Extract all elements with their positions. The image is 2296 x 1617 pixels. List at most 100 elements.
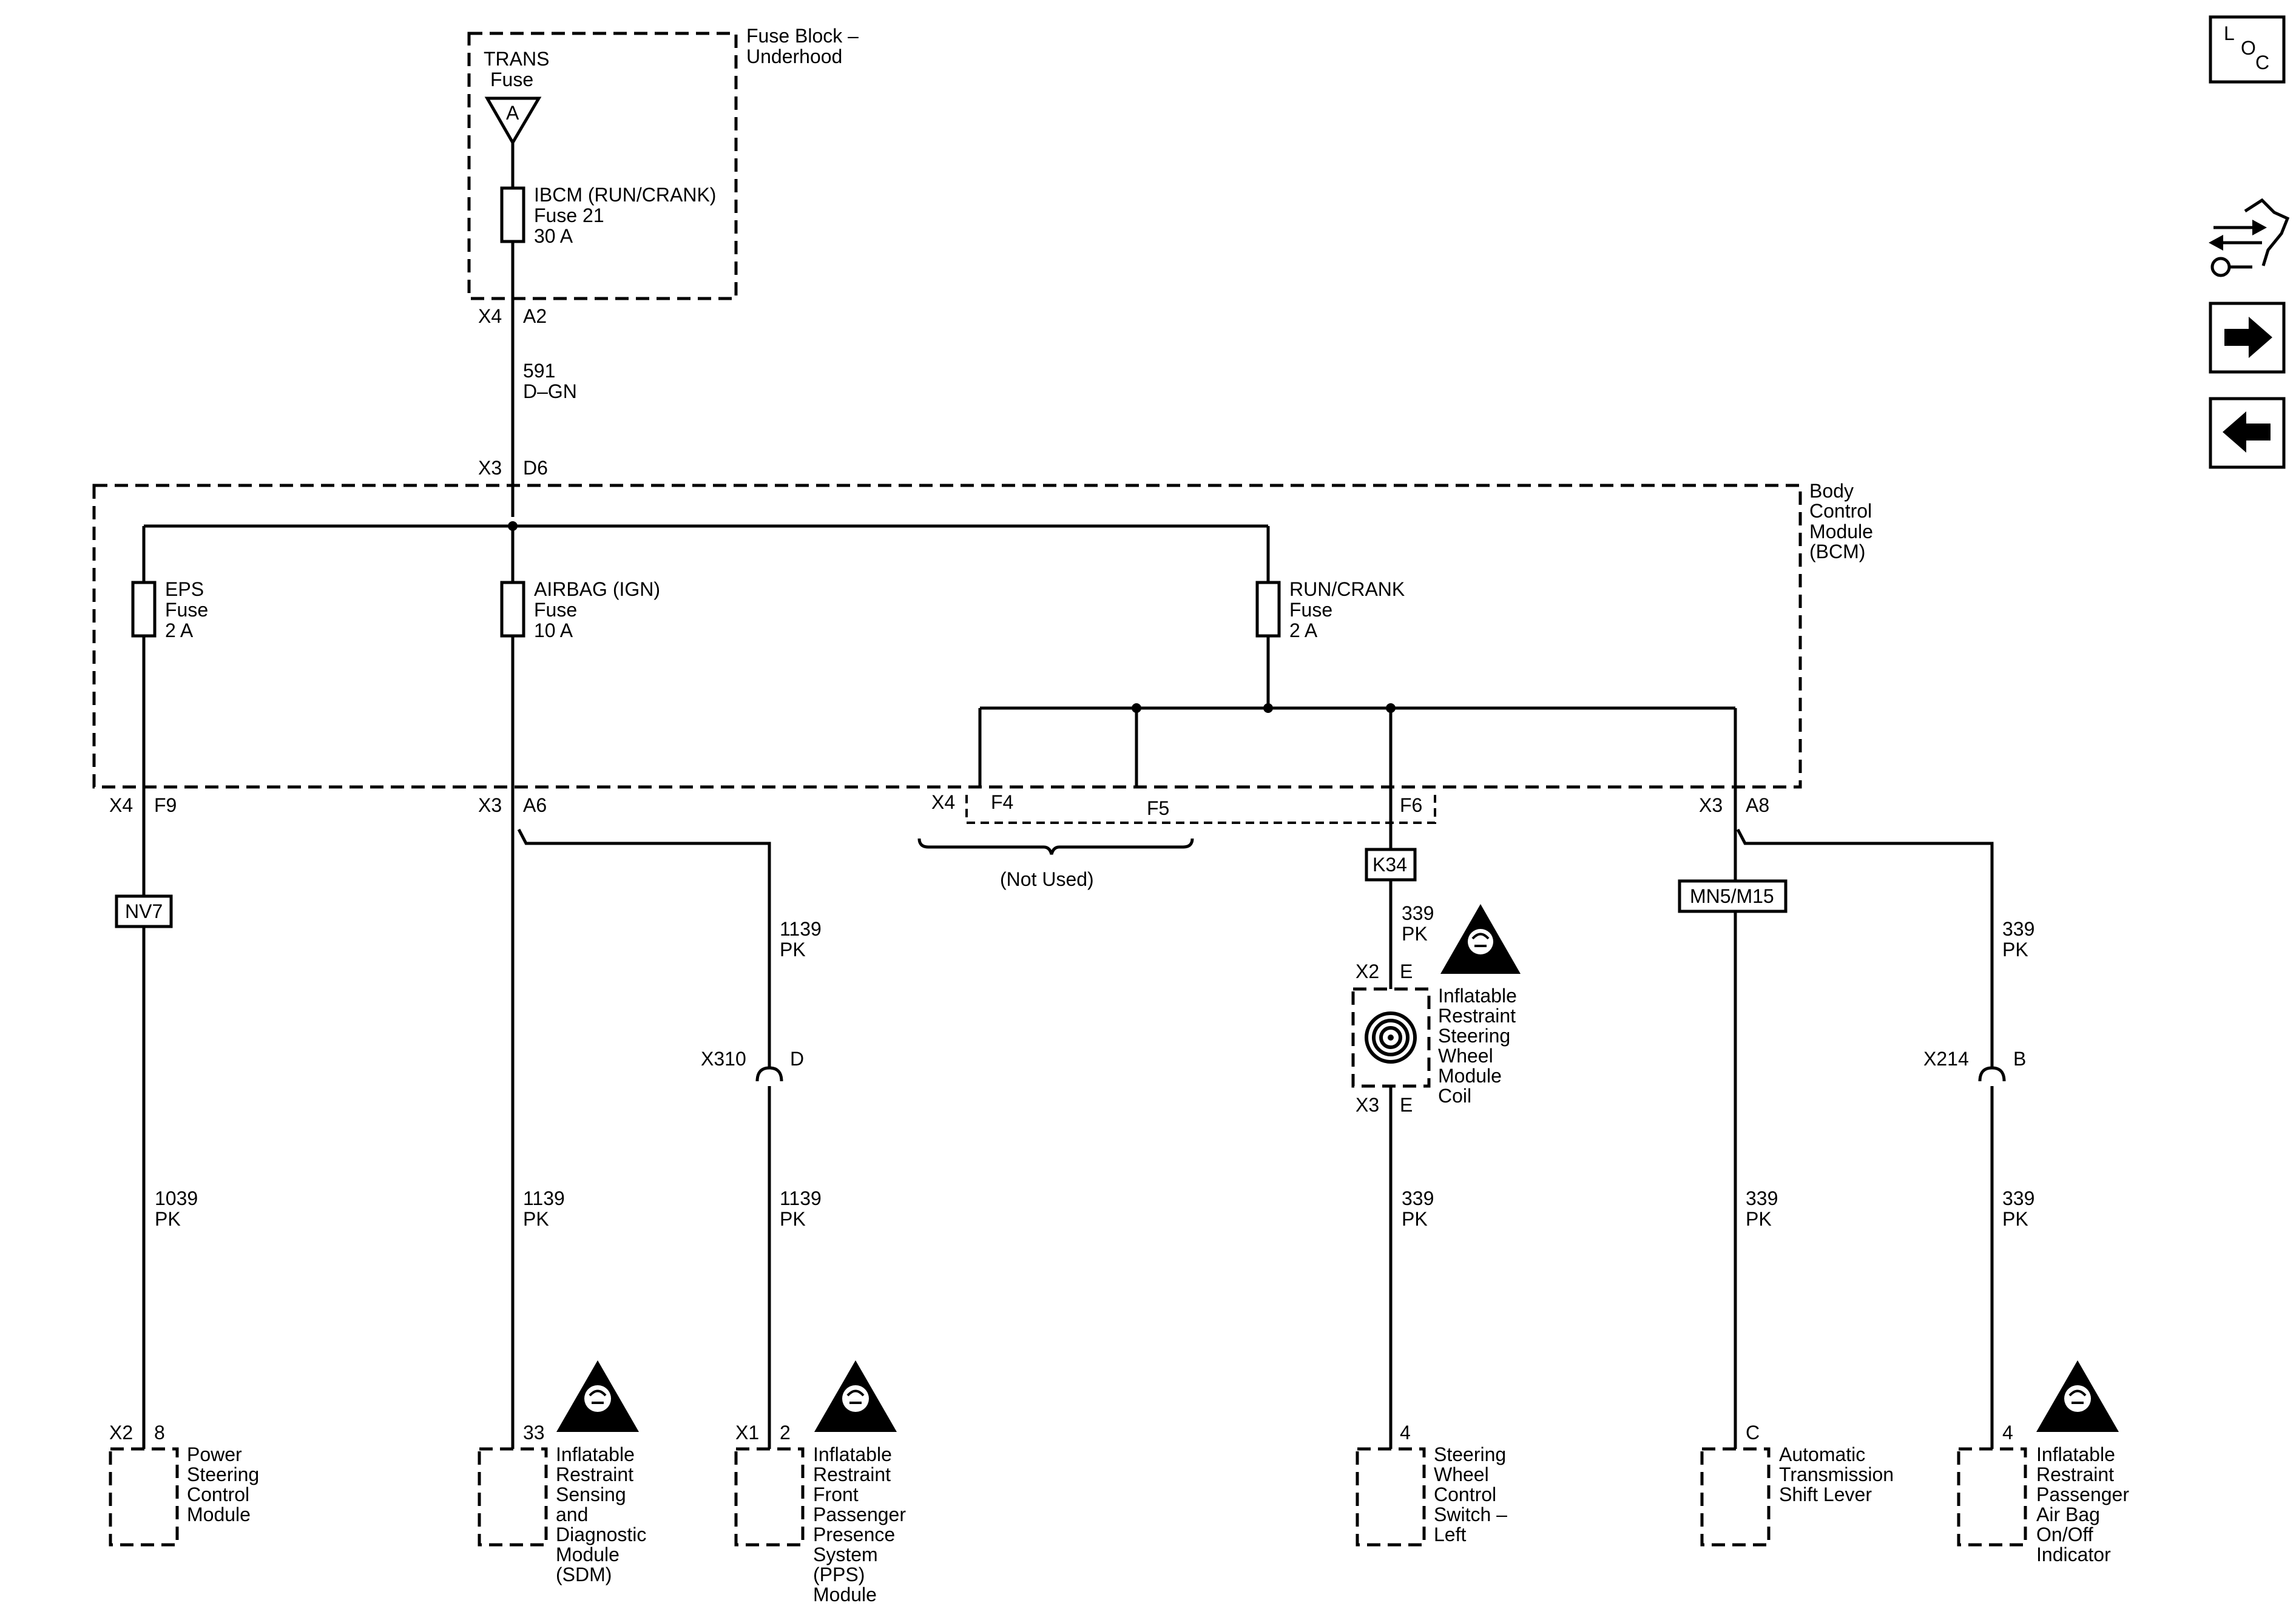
indicator-name-5: On/Off (2036, 1524, 2093, 1545)
pps-module-outline (734, 1447, 805, 1547)
bcm-title-1: Body (1809, 480, 1854, 502)
pin-f9-label: F9 (154, 794, 177, 816)
wire-339-a8-upper-number: 339 (2002, 918, 2034, 940)
indicator-name-1: Inflatable (2036, 1443, 2115, 1465)
eps-fuse-label-3: 2 A (165, 619, 194, 641)
clockspring-coil-icon (1365, 1011, 1417, 1064)
ibcm-fuse-symbol (500, 186, 525, 243)
x310-label: X310 (701, 1048, 746, 1070)
shift-name-3: Shift Lever (1779, 1484, 1872, 1505)
swc-switch-outline (1356, 1447, 1426, 1547)
psc-module-outline (109, 1447, 179, 1547)
wire-339-a8-upper (1736, 828, 1994, 1069)
bcm-title-3: Module (1809, 521, 1873, 542)
nv7-label-box (115, 894, 173, 928)
bcm-title-4: (BCM) (1809, 541, 1865, 562)
shift-lever-outline (1700, 1447, 1771, 1547)
pin-f4-label: F4 (991, 791, 1013, 813)
x4-connector-outline (965, 795, 1436, 824)
wire-591-color: D–GN (523, 380, 577, 402)
k34-label: K34 (1373, 854, 1407, 876)
loc-letter-l: L (2224, 22, 2235, 44)
arrow-right-icon[interactable] (2209, 302, 2286, 374)
sdm-name-4: and (556, 1504, 588, 1525)
wire-1139-pps-color: PK (780, 1208, 806, 1230)
shift-name-2: Transmission (1779, 1463, 1894, 1485)
splice-dot (1263, 703, 1273, 713)
trans-label-1: TRANS (484, 48, 549, 70)
runcrank-fuse-label-1: RUN/CRANK (1289, 578, 1405, 600)
wire-339-swc-color: PK (1402, 1208, 1428, 1230)
coil-x2-pin-label: E (1400, 960, 1413, 982)
swc-name-5: Left (1434, 1524, 1466, 1545)
psc-pin-label: 8 (154, 1422, 165, 1443)
wire-1139-upper-number: 1139 (780, 918, 822, 940)
psc-conn-label: X2 (109, 1422, 133, 1443)
trans-fuse-letter: A (506, 102, 519, 124)
runcrank-fuse-symbol (1255, 581, 1281, 638)
runcrank-fuse-label-3: 2 A (1289, 619, 1318, 641)
wire-339-shift-number: 339 (1746, 1187, 1778, 1209)
wire-339-a8-upper-color: PK (2002, 939, 2028, 960)
swc-name-2: Wheel (1434, 1463, 1489, 1485)
indicator-pin-label: 4 (2002, 1422, 2013, 1443)
indicator-name-4: Air Bag (2036, 1504, 2100, 1525)
clockspring-name-6: Coil (1438, 1085, 1471, 1107)
pin-x3-label: X3 (478, 794, 502, 816)
swc-name-1: Steering (1434, 1443, 1506, 1465)
conn-x4-label: X4 (478, 305, 502, 327)
clockspring-name-3: Steering (1438, 1025, 1510, 1047)
x214-pin-label: B (2013, 1048, 2026, 1070)
sdm-name-6: Module (556, 1544, 620, 1565)
wire-339-shift-color: PK (1746, 1208, 1772, 1230)
pin-f5-label: F5 (1147, 797, 1169, 819)
clockspring-name-5: Module (1438, 1065, 1502, 1087)
wire-1139-sdm-number: 1139 (523, 1187, 565, 1209)
swc-name-4: Switch – (1434, 1504, 1507, 1525)
mn5-m15-label: MN5/M15 (1690, 885, 1774, 907)
pin-a6-label: A6 (523, 794, 547, 816)
wire-339-indicator-color: PK (2002, 1208, 2028, 1230)
airbag-fuse-symbol (500, 581, 525, 638)
psc-name-3: Control (187, 1484, 249, 1505)
pin-a2-label: A2 (523, 305, 547, 327)
pps-pin-label: 2 (780, 1422, 791, 1443)
eps-fuse-label-2: Fuse (165, 599, 208, 621)
psc-name-2: Steering (187, 1463, 259, 1485)
sdm-pin-label: 33 (523, 1422, 545, 1443)
sdm-module-outline (478, 1447, 548, 1547)
pin-f6-label: F6 (1400, 794, 1422, 816)
shift-pin-label: C (1746, 1422, 1760, 1443)
ibcm-fuse-label-1: IBCM (RUN/CRANK) (534, 184, 716, 206)
pps-airbag-warning-icon (814, 1360, 897, 1432)
eps-fuse-label-1: EPS (165, 578, 204, 600)
clockspring-airbag-warning-icon (1440, 904, 1521, 974)
pps-name-7: (PPS) (813, 1564, 865, 1585)
bcm-title-2: Control (1809, 500, 1872, 522)
x214-connector-symbol (1978, 1066, 2006, 1082)
coil-x2-label: X2 (1356, 960, 1379, 982)
wire-339-k34-color: PK (1402, 923, 1428, 945)
conn-x3-label: X3 (478, 457, 502, 479)
wire-1139-upper (517, 828, 771, 1069)
pps-name-5: Presence (813, 1524, 895, 1545)
indicator-outline (1957, 1447, 2027, 1547)
indicator-airbag-warning-icon (2036, 1360, 2119, 1432)
pps-name-1: Inflatable (813, 1443, 892, 1465)
pin-a8-label: A8 (1746, 794, 1769, 816)
loc-button[interactable]: L O C (2209, 15, 2286, 84)
connector-wrench-icon[interactable] (2209, 198, 2290, 277)
clockspring-name-2: Restraint (1438, 1005, 1516, 1027)
pin-x4-label: X4 (109, 794, 133, 816)
sdm-name-1: Inflatable (556, 1443, 635, 1465)
sdm-name-2: Restraint (556, 1463, 633, 1485)
not-used-brace (917, 838, 1194, 855)
pps-name-6: System (813, 1544, 878, 1565)
arrow-left-icon[interactable] (2209, 397, 2286, 469)
fuse-block-title-1: Fuse Block – (746, 25, 859, 47)
pps-name-8: Module (813, 1584, 877, 1605)
bcm-outline (92, 484, 1802, 789)
indicator-name-6: Indicator (2036, 1544, 2111, 1565)
psc-name-1: Power (187, 1443, 242, 1465)
clockspring-name-4: Wheel (1438, 1045, 1493, 1067)
